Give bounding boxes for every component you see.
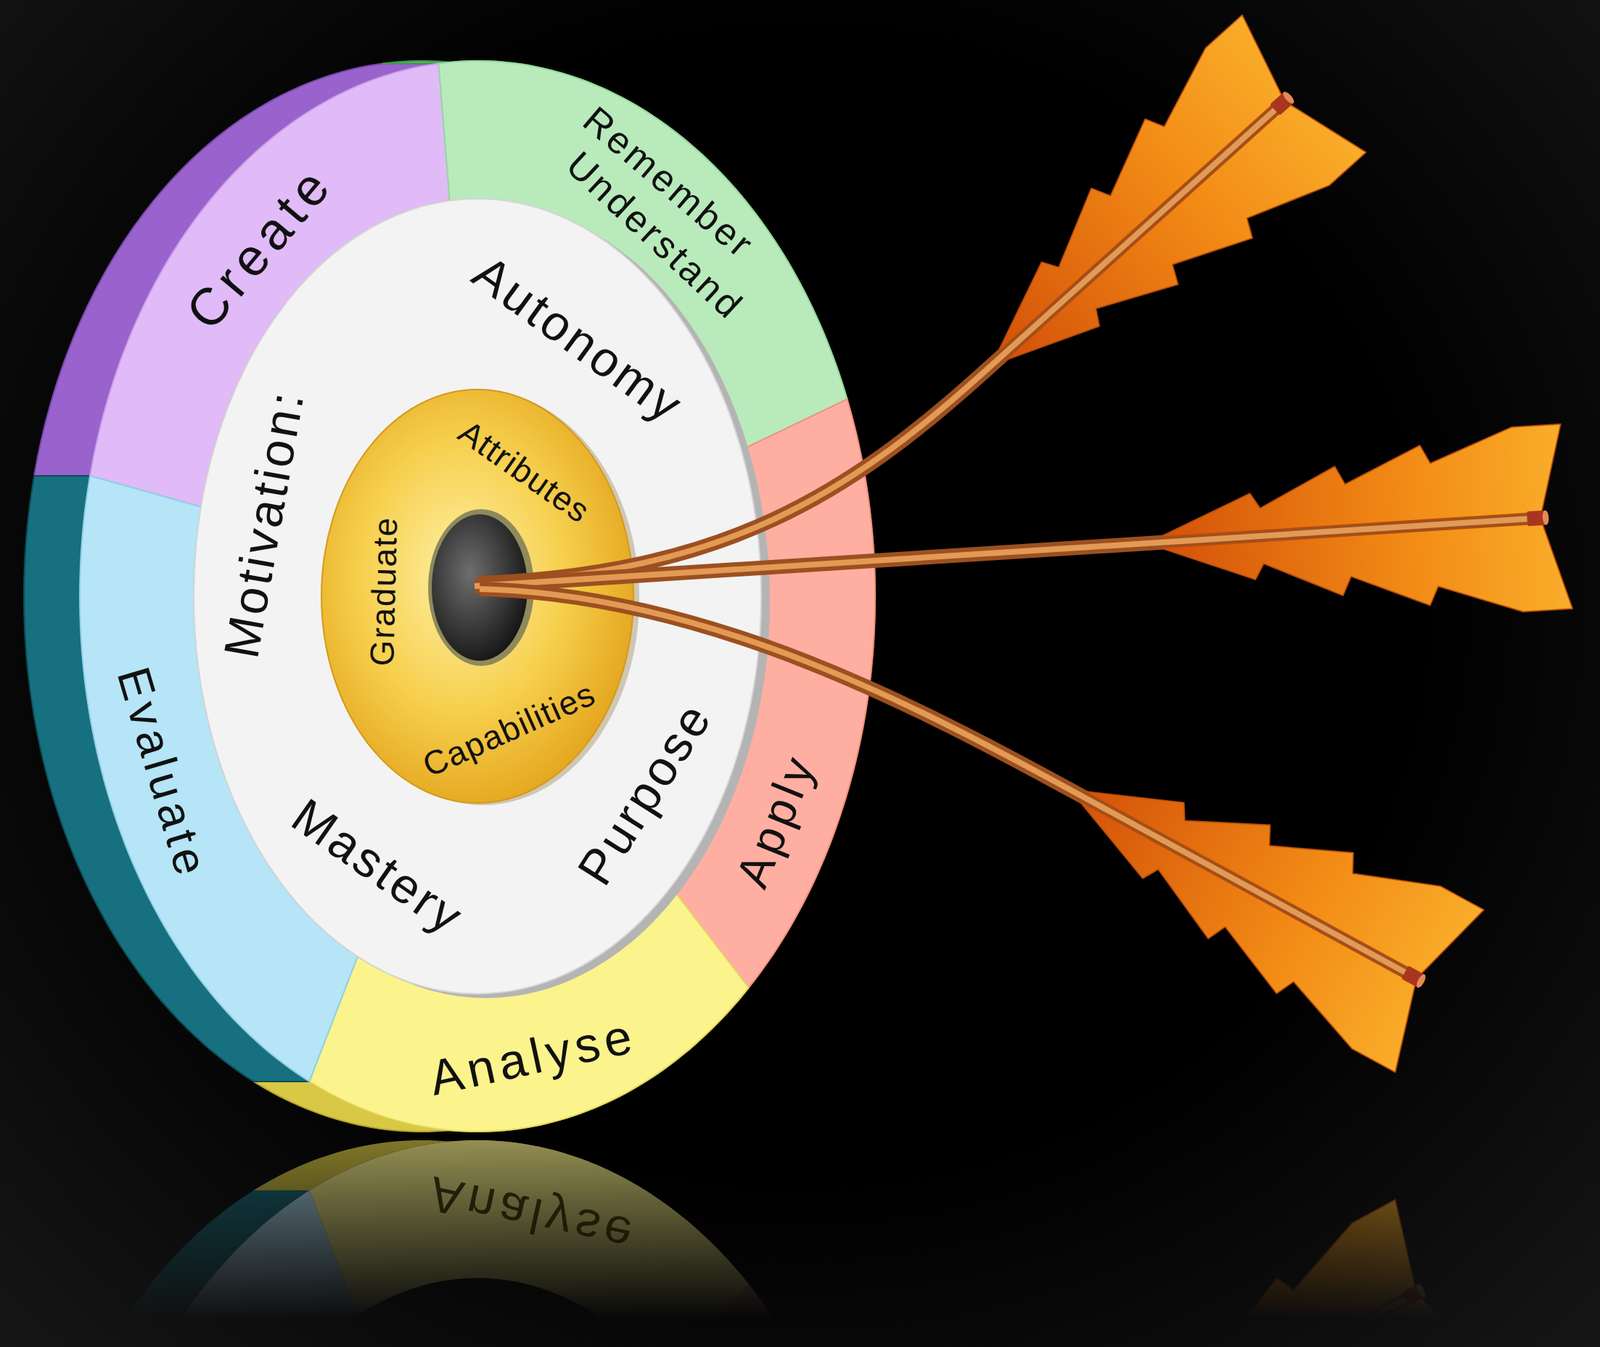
fletch-vane [1160, 521, 1574, 635]
reflected-face [79, 1190, 358, 1347]
arrow [479, 15, 1367, 584]
ring-face [193, 198, 762, 995]
reflection-flip [23, 1140, 1484, 1347]
reflected-label: Analyse [419, 1164, 642, 1266]
fletch-vane [1154, 424, 1567, 538]
reflection-group [23, 1140, 1484, 1347]
ring-label: Graduate [362, 515, 405, 669]
arrow-fletching [1037, 715, 1484, 1073]
arrow-nock-end [1281, 89, 1296, 106]
fletch-vane [1037, 801, 1437, 1073]
fletch-vane [1037, 1200, 1437, 1347]
arrow-nock-end [1541, 510, 1550, 526]
arrow-nock-end [1414, 1283, 1428, 1300]
reflected-face [309, 1140, 749, 1347]
arrow-fletching [1154, 424, 1573, 635]
arrow-fletching [939, 15, 1366, 426]
arrow-nock-end [1414, 973, 1428, 990]
fletch-vane [1005, 87, 1367, 426]
arrow-fletching [1037, 1200, 1484, 1347]
motivation-ring: Motivation:AutonomyMasteryPurposeGraduat… [190, 195, 773, 1002]
arrow [479, 589, 1484, 1073]
